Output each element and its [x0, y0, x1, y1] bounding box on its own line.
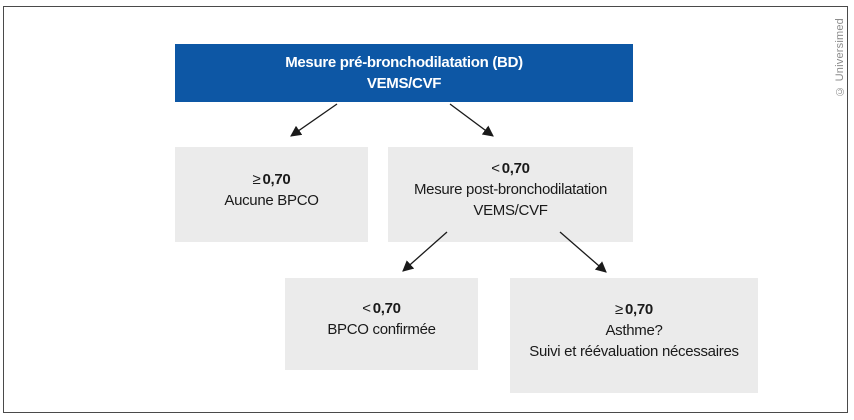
arrow-to-post-bd: [449, 103, 494, 137]
arrow-to-bpco-confirmee: [402, 231, 448, 272]
condition-symbol: ≥: [615, 301, 623, 318]
condition-symbol: <: [491, 160, 500, 177]
node-aucune-bpco: ≥0,70 Aucune BPCO: [175, 147, 368, 242]
node-bpco-confirmee: <0,70 BPCO confirmée: [285, 278, 478, 370]
node-asthme: ≥0,70 Asthme? Suivi et réévaluation néce…: [510, 278, 758, 393]
node-text-line: Suivi et réévaluation nécessaires: [529, 343, 739, 360]
node-title-line: Mesure pré-bronchodilatation (BD): [285, 54, 523, 71]
copyright-credit: © Universimed: [834, 18, 846, 97]
arrow-to-aucune-bpco: [290, 103, 338, 137]
node-text-line: Mesure post-bronchodilatation: [413, 181, 608, 198]
node-text-line: Aucune BPCO: [224, 191, 319, 209]
node-post-bronchodilatation: <0,70 Mesure post-bronchodilatation VEMS…: [388, 147, 633, 242]
node-text-line: VEMS/CVF: [473, 202, 548, 219]
node-text-line: Asthme?: [605, 322, 663, 339]
condition-value: ≥0,70: [252, 170, 291, 188]
condition-value: ≥0,70: [615, 301, 653, 318]
node-pre-bronchodilatation: Mesure pré-bronchodilatation (BD) VEMS/C…: [175, 44, 633, 102]
condition-symbol: <: [362, 300, 371, 317]
node-title-line: VEMS/CVF: [366, 75, 442, 92]
condition-value: <0,70: [362, 300, 401, 317]
node-text-line: BPCO confirmée: [327, 321, 436, 338]
condition-value: <0,70: [491, 160, 530, 177]
condition-symbol: ≥: [252, 170, 261, 188]
arrow-to-asthme: [559, 231, 607, 273]
